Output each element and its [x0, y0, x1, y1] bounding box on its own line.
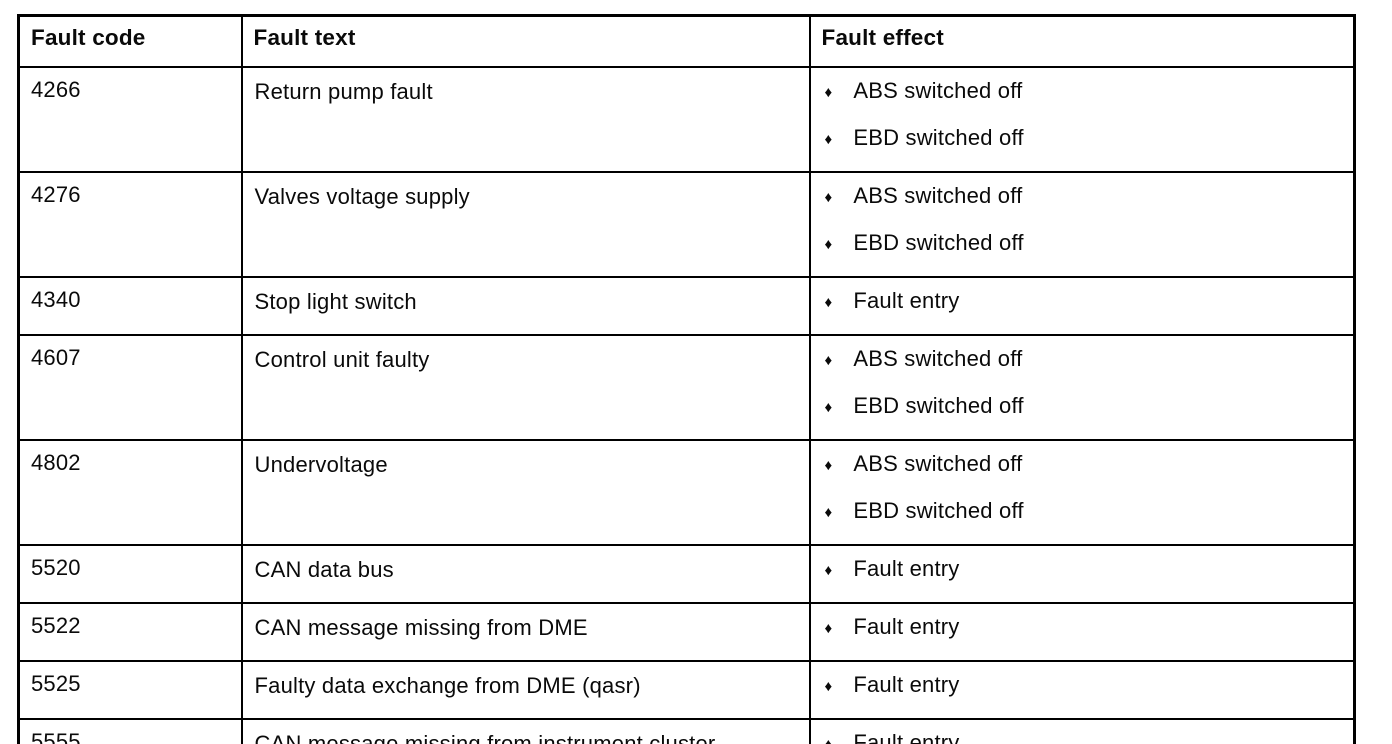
fault-text: Control unit faulty	[254, 346, 430, 372]
fault-effect-text: ABS switched off	[853, 450, 1023, 476]
fault-effect-item: ♦ Fault entry	[825, 729, 1348, 744]
fault-text: Valves voltage supply	[254, 183, 470, 209]
column-header-fault-code: Fault code	[17, 14, 243, 68]
table-row: 5520 CAN data bus ♦ Fault entry	[17, 543, 1356, 604]
fault-code-cell: 5520	[17, 543, 243, 604]
fault-effect-item: ♦ ABS switched off	[825, 182, 1348, 213]
fault-effect-cell: ♦ ABS switched off ♦ EBD switched off	[808, 170, 1356, 278]
fault-effect-cell: ♦ Fault entry	[808, 543, 1356, 604]
fault-effect-item: ♦ ABS switched off	[825, 450, 1348, 481]
table-row: 5522 CAN message missing from DME ♦ Fault…	[17, 601, 1356, 662]
fault-effect-text: EBD switched off	[853, 392, 1024, 418]
fault-code-table: Fault code Fault text Fault effect 4266 …	[17, 14, 1356, 744]
fault-text: Stop light switch	[254, 288, 417, 314]
fault-effect-cell: ♦ ABS switched off ♦ EBD switched off	[808, 438, 1356, 546]
fault-effect-item: ♦ ABS switched off	[825, 77, 1348, 108]
fault-effect-text: EBD switched off	[853, 229, 1024, 255]
fault-effect-cell: ♦ Fault entry	[808, 275, 1356, 336]
diamond-bullet-icon: ♦	[824, 293, 833, 311]
diamond-bullet-icon: ♦	[824, 503, 833, 521]
fault-effect-item: ♦ EBD switched off	[825, 124, 1348, 155]
fault-code-cell: 4266	[17, 65, 243, 173]
fault-effect-text: Fault entry	[853, 613, 960, 639]
fault-text-cell: Stop light switch	[240, 275, 811, 336]
fault-effect-cell: ♦ Fault entry	[808, 717, 1356, 744]
diamond-bullet-icon: ♦	[824, 83, 833, 101]
fault-effect-item: ♦ ABS switched off	[825, 345, 1348, 376]
table-row: 5525 Faulty data exchange from DME (qasr…	[17, 659, 1356, 720]
fault-code-cell: 4802	[17, 438, 243, 546]
fault-text-cell: Control unit faulty	[240, 333, 811, 441]
fault-text: CAN data bus	[254, 556, 394, 582]
fault-effect-text: EBD switched off	[853, 124, 1024, 150]
fault-text: CAN message missing from instrument clus…	[254, 730, 716, 744]
table-row: 4276 Valves voltage supply ♦ ABS switched…	[17, 170, 1356, 278]
fault-effect-item: ♦ Fault entry	[825, 671, 1348, 702]
fault-effect-cell: ♦ Fault entry	[808, 659, 1356, 720]
diamond-bullet-icon: ♦	[824, 398, 833, 416]
diamond-bullet-icon: ♦	[824, 677, 833, 695]
diamond-bullet-icon: ♦	[824, 735, 833, 744]
fault-effect-cell: ♦ Fault entry	[808, 601, 1356, 662]
fault-text-cell: CAN data bus	[240, 543, 811, 604]
diamond-bullet-icon: ♦	[824, 130, 833, 148]
column-header-fault-effect: Fault effect	[808, 14, 1356, 68]
fault-effect-item: ♦ EBD switched off	[825, 497, 1348, 528]
diamond-bullet-icon: ♦	[824, 235, 833, 253]
table-header-row: Fault code Fault text Fault effect	[17, 14, 1356, 68]
fault-effect-cell: ♦ ABS switched off ♦ EBD switched off	[808, 333, 1356, 441]
fault-effect-cell: ♦ ABS switched off ♦ EBD switched off	[808, 65, 1356, 173]
column-header-fault-text: Fault text	[240, 14, 811, 68]
fault-text-cell: Valves voltage supply	[240, 170, 811, 278]
table-row: 4802 Undervoltage ♦ ABS switched off ♦ EBD…	[17, 438, 1356, 546]
fault-effect-text: Fault entry	[853, 555, 960, 581]
fault-effect-text: Fault entry	[853, 671, 960, 697]
fault-code-cell: 5522	[17, 601, 243, 662]
fault-effect-item: ♦ Fault entry	[825, 613, 1348, 644]
diamond-bullet-icon: ♦	[824, 456, 833, 474]
table-row: 4266 Return pump fault ♦ ABS switched off…	[17, 65, 1356, 173]
diamond-bullet-icon: ♦	[824, 619, 833, 637]
fault-text-cell: Undervoltage	[240, 438, 811, 546]
fault-effect-text: Fault entry	[853, 287, 960, 313]
fault-text: Faulty data exchange from DME (qasr)	[254, 672, 641, 698]
fault-code-cell: 5525	[17, 659, 243, 720]
fault-text-cell: CAN message missing from instrument clus…	[240, 717, 811, 744]
fault-effect-text: ABS switched off	[853, 345, 1023, 371]
fault-effect-text: EBD switched off	[853, 497, 1024, 523]
fault-effect-item: ♦ Fault entry	[825, 287, 1348, 318]
table-row: 4340 Stop light switch ♦ Fault entry	[17, 275, 1356, 336]
fault-text: Undervoltage	[254, 451, 388, 477]
fault-code-cell: 4607	[17, 333, 243, 441]
fault-effect-item: ♦ EBD switched off	[825, 229, 1348, 260]
fault-effect-item: ♦ Fault entry	[825, 555, 1348, 586]
table-row: 4607 Control unit faulty ♦ ABS switched o…	[17, 333, 1356, 441]
fault-code-cell: 5555	[17, 717, 243, 744]
fault-effect-text: ABS switched off	[853, 77, 1023, 103]
fault-effect-item: ♦ EBD switched off	[825, 392, 1348, 423]
fault-text-cell: Faulty data exchange from DME (qasr)	[240, 659, 811, 720]
fault-text: Return pump fault	[254, 78, 433, 104]
diamond-bullet-icon: ♦	[824, 188, 833, 206]
table-row: 5555 CAN message missing from instrument…	[17, 717, 1356, 744]
fault-code-cell: 4340	[17, 275, 243, 336]
fault-text-cell: CAN message missing from DME	[240, 601, 811, 662]
diamond-bullet-icon: ♦	[824, 561, 833, 579]
fault-text: CAN message missing from DME	[254, 614, 588, 640]
fault-code-cell: 4276	[17, 170, 243, 278]
fault-effect-text: ABS switched off	[853, 182, 1023, 208]
fault-effect-text: Fault entry	[853, 729, 960, 744]
fault-text-cell: Return pump fault	[240, 65, 811, 173]
diamond-bullet-icon: ♦	[824, 351, 833, 369]
